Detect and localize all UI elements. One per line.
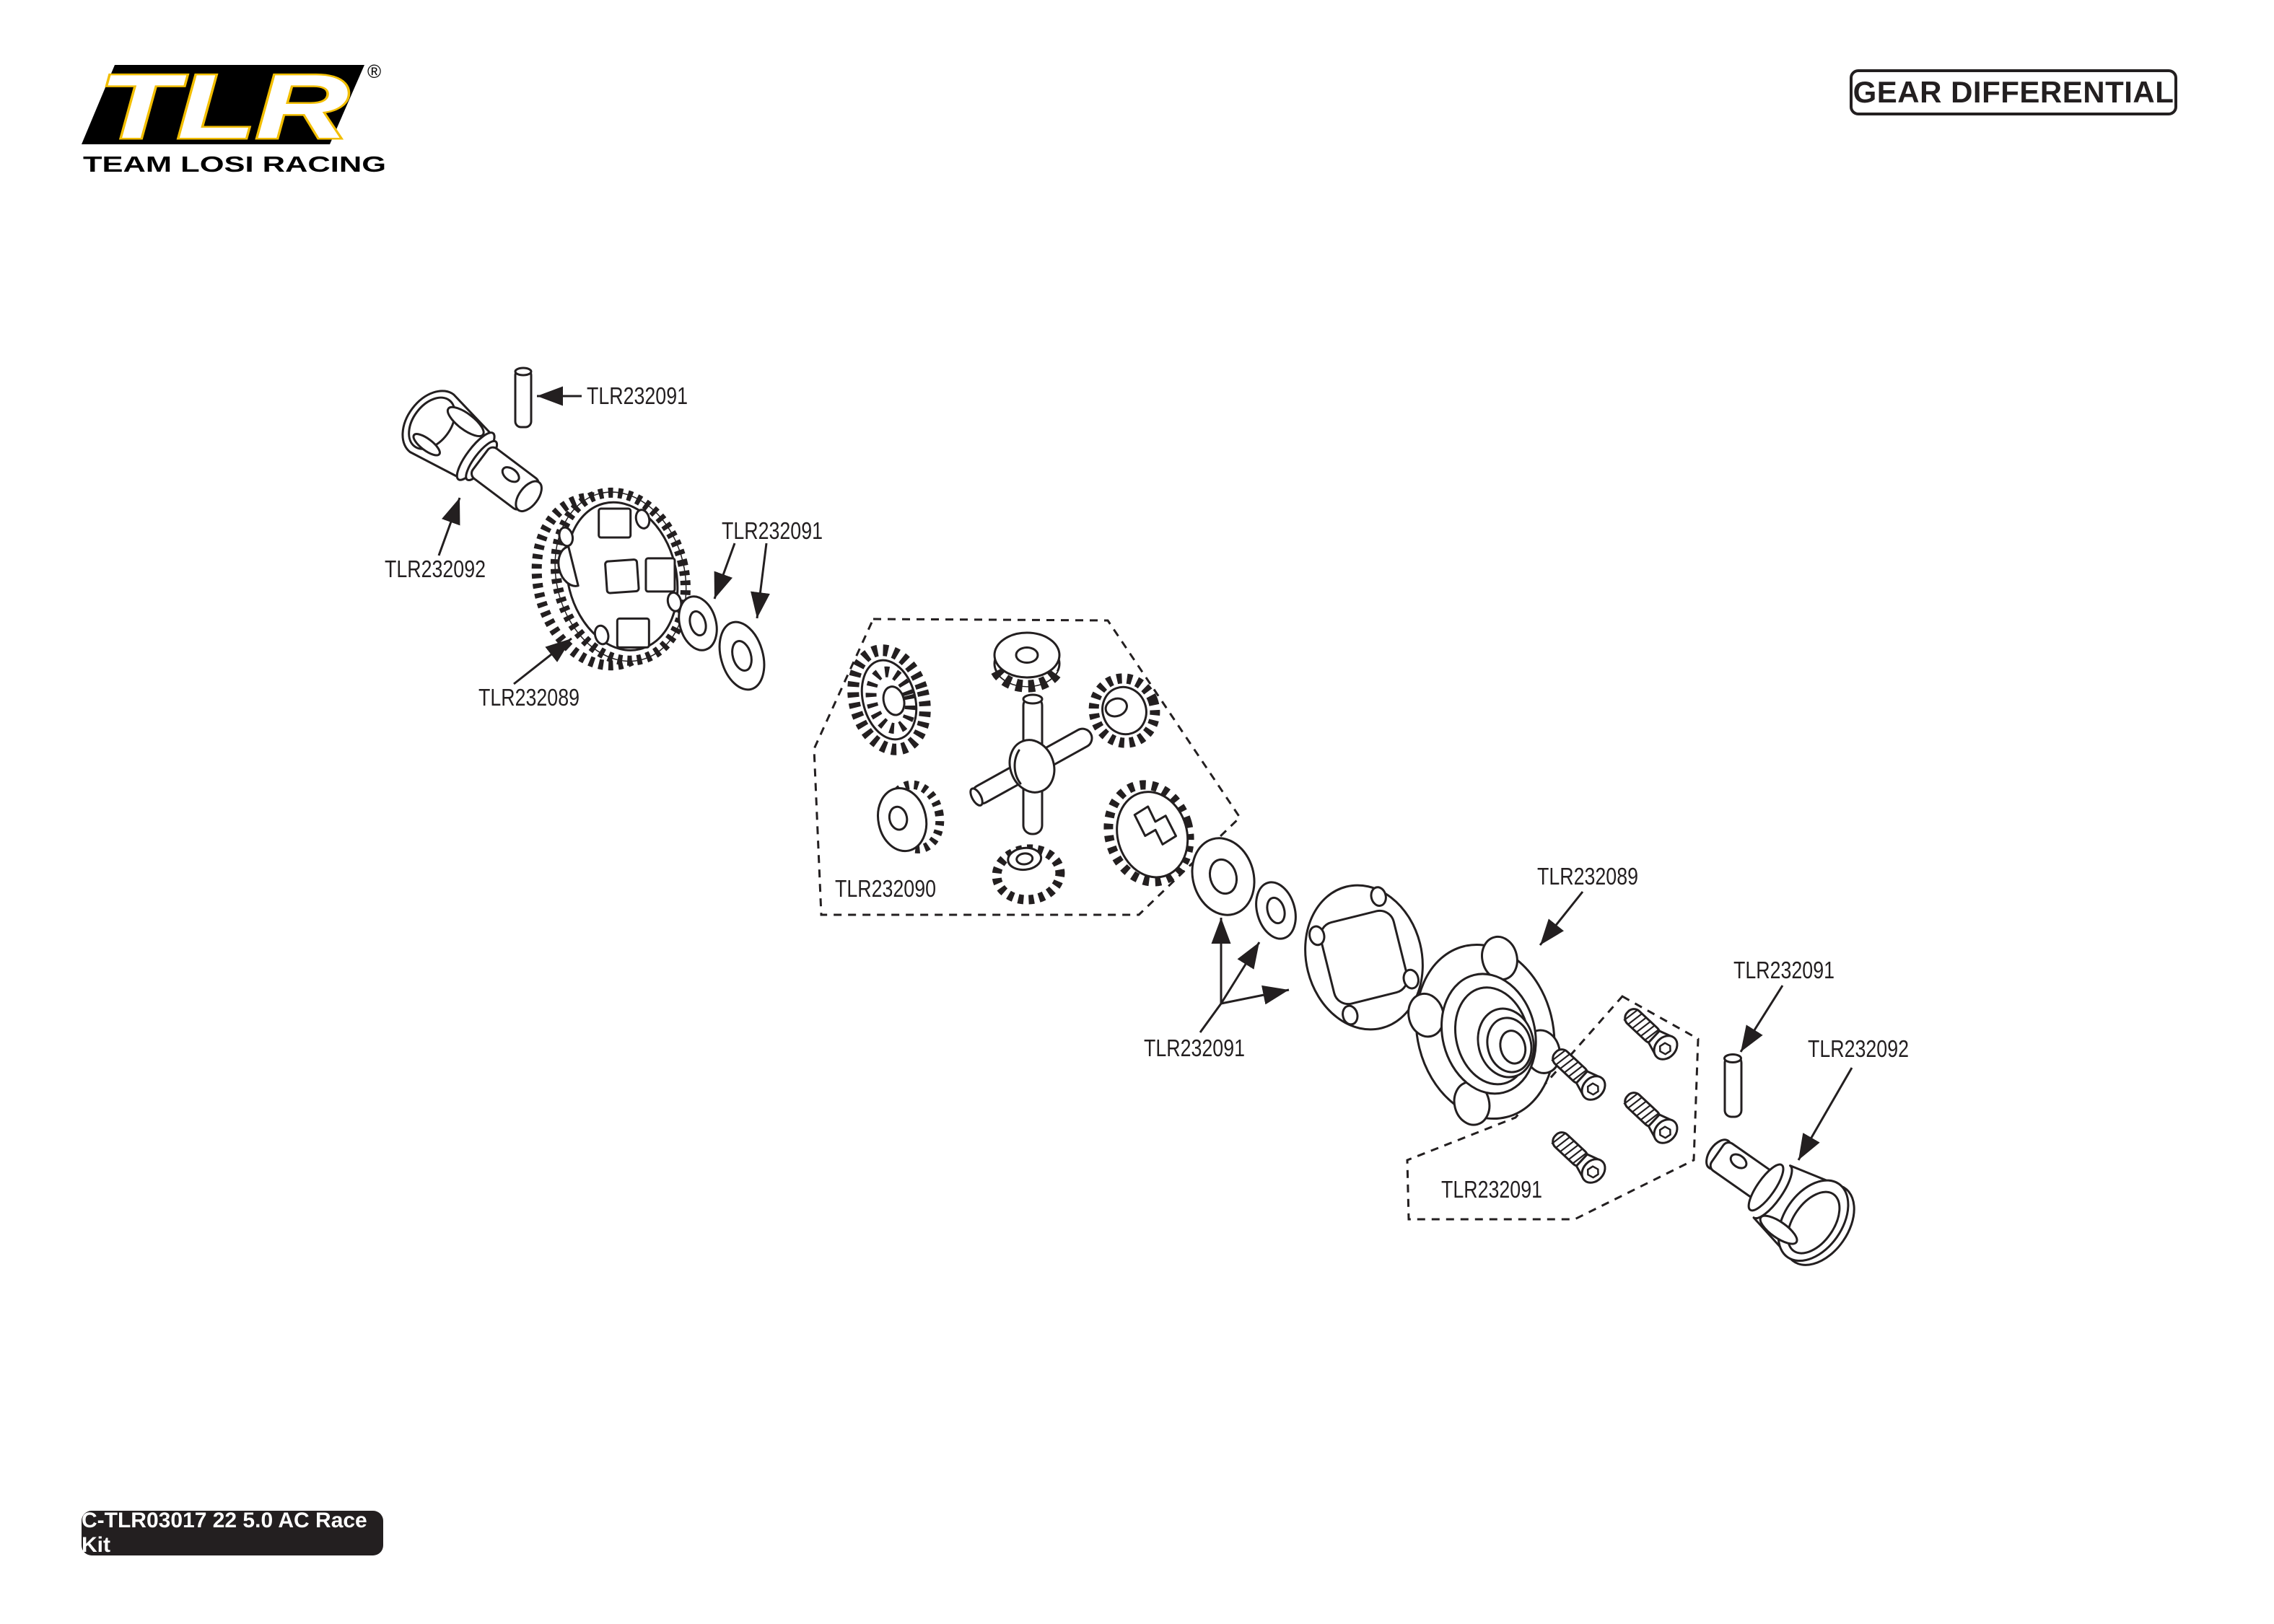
part-shim-a bbox=[678, 595, 718, 651]
part-screw-2 bbox=[1545, 1042, 1612, 1106]
arrow-cover bbox=[1539, 891, 1584, 946]
kit-label: C-TLR03017 22 5.0 AC Race Kit bbox=[82, 1509, 367, 1557]
part-gear-small-left bbox=[877, 780, 945, 853]
arrow-outdrive-left bbox=[437, 497, 461, 556]
part-pin-top bbox=[514, 367, 533, 429]
tlr-logo: TLR ® TEAM LOSI RACING bbox=[82, 63, 386, 177]
label-main-gear: TLR232089 bbox=[478, 684, 580, 711]
arrow-shim-a bbox=[713, 543, 736, 600]
arrow-main-gear bbox=[513, 637, 572, 685]
page-title-badge: GEAR DIFFERENTIAL bbox=[1850, 69, 2177, 115]
part-bevel-gear-right bbox=[1088, 673, 1160, 748]
screws-boundary bbox=[1406, 995, 1700, 1221]
label-outdrive-right: TLR232092 bbox=[1808, 1035, 1909, 1062]
part-pinion-top bbox=[991, 631, 1063, 693]
part-diff-cover bbox=[1407, 935, 1561, 1126]
part-cross-shaft bbox=[969, 693, 1093, 835]
part-pinion-bottom bbox=[992, 844, 1065, 905]
registered-mark-icon: ® bbox=[367, 63, 381, 82]
internals-boundary bbox=[813, 618, 1241, 916]
arrow-shim-b bbox=[751, 543, 770, 619]
part-bevel-gear-large bbox=[847, 644, 931, 755]
label-screws: TLR232091 bbox=[1441, 1176, 1542, 1203]
part-shim-b bbox=[718, 620, 766, 691]
kit-badge: C-TLR03017 22 5.0 AC Race Kit bbox=[82, 1509, 383, 1557]
label-internals: TLR232090 bbox=[835, 875, 936, 902]
arrow-shims-right-stalk bbox=[1199, 1003, 1223, 1033]
part-screw-3 bbox=[1617, 1085, 1684, 1149]
label-pin-top: TLR232091 bbox=[587, 382, 688, 409]
part-gasket bbox=[1304, 884, 1424, 1031]
logo-banner bbox=[82, 65, 364, 144]
part-pin-right bbox=[1723, 1053, 1743, 1118]
logo-wordmark: TLR bbox=[99, 63, 349, 157]
page-title: GEAR DIFFERENTIAL bbox=[1853, 75, 2174, 109]
part-screw-4 bbox=[1545, 1125, 1612, 1189]
label-pin-right: TLR232091 bbox=[1733, 957, 1834, 983]
part-main-gear bbox=[531, 487, 691, 671]
label-shims-left: TLR232091 bbox=[722, 517, 823, 544]
part-outdrive-right bbox=[1705, 1138, 1855, 1266]
arrow-gasket bbox=[1220, 985, 1290, 1005]
arrow-pin-right bbox=[1739, 985, 1784, 1053]
part-shim-d bbox=[1255, 881, 1297, 940]
label-cover: TLR232089 bbox=[1537, 863, 1638, 890]
part-ring-gear bbox=[1103, 780, 1194, 887]
part-shim-c bbox=[1191, 837, 1256, 916]
part-outdrive-left bbox=[401, 390, 543, 513]
label-outdrive-left: TLR232092 bbox=[385, 556, 486, 582]
arrow-outdrive-right bbox=[1797, 1067, 1853, 1161]
label-shims-right: TLR232091 bbox=[1144, 1035, 1245, 1061]
logo-subtitle: TEAM LOSI RACING bbox=[83, 152, 386, 177]
arrow-shim-d bbox=[1220, 942, 1261, 1004]
